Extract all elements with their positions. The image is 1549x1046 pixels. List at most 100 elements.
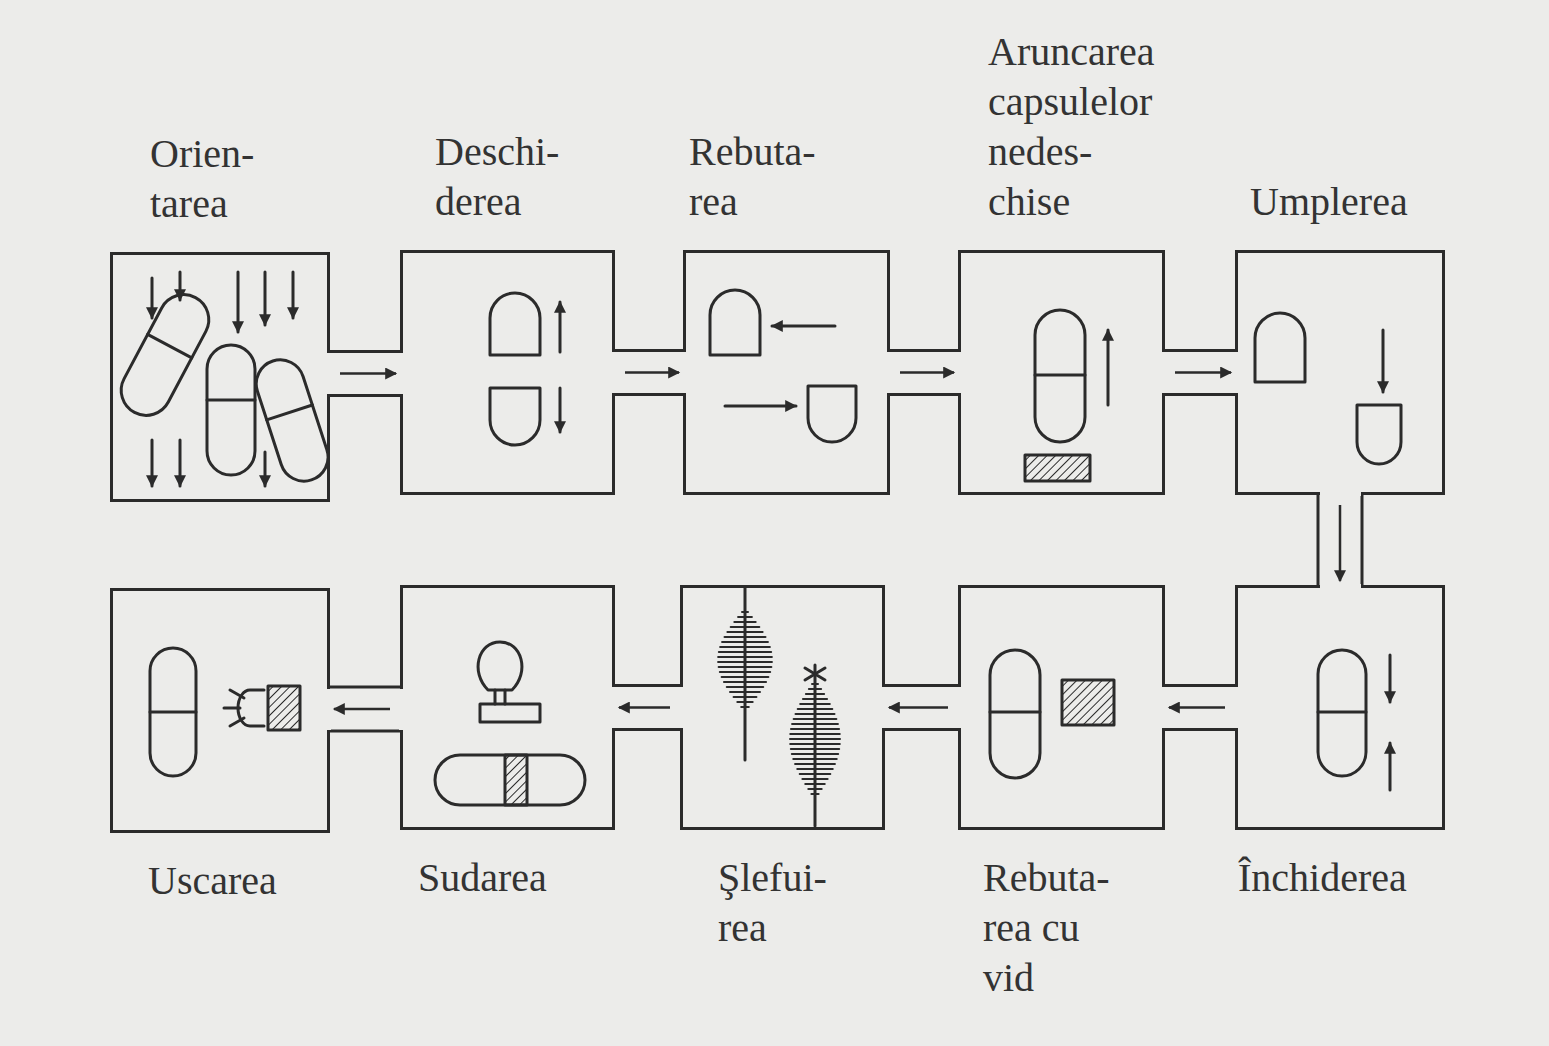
drying-heater	[150, 711, 196, 714]
channel-wall	[1318, 495, 1362, 585]
station-label: Rebuta- rea cu vid	[983, 853, 1123, 1003]
channel-wall	[1165, 351, 1235, 395]
closing-capsule	[1389, 743, 1392, 790]
channel-wall	[615, 684, 680, 687]
channel-wall	[890, 349, 958, 352]
flow-arrow	[1169, 706, 1225, 709]
polishing-brush	[790, 738, 840, 740]
channel-wall	[330, 730, 400, 733]
rejecting-capsule	[725, 405, 796, 408]
rejecting-capsule	[772, 325, 835, 328]
polishing-brush	[806, 693, 824, 695]
polishing-brush	[734, 621, 755, 623]
channel-opening	[1161, 352, 1166, 393]
channel-opening	[679, 687, 684, 728]
channel-opening	[1234, 352, 1239, 393]
polishing-brush	[809, 688, 821, 690]
polishing-brush	[797, 768, 833, 770]
channel-opening	[886, 352, 891, 393]
flow-arrow	[340, 372, 396, 375]
polishing-brush	[798, 708, 833, 710]
orientation-capsules	[267, 405, 313, 420]
channel-wall	[615, 393, 683, 396]
orientation-capsules	[151, 278, 154, 318]
polishing-brush	[730, 691, 760, 693]
welding-stamp	[480, 704, 540, 722]
channel-opening	[611, 352, 616, 393]
welding-stamp	[505, 755, 527, 805]
channel-wall	[890, 393, 958, 396]
polishing-brush	[718, 656, 772, 658]
orientation-capsules	[207, 399, 255, 402]
channel-opening	[881, 687, 886, 728]
station-box: Rebuta- rea cu vid	[958, 585, 1165, 830]
channel-opening	[326, 689, 331, 730]
vacuum-rejection	[990, 711, 1040, 714]
station-label: Sudarea	[418, 853, 618, 903]
channel-wall	[1165, 684, 1235, 687]
channel-opening	[399, 689, 404, 730]
channel-opening	[611, 687, 616, 728]
channel-opening	[1320, 491, 1361, 496]
channel-wall	[1165, 686, 1235, 730]
polishing-brush	[791, 728, 839, 730]
channel-wall	[330, 687, 400, 731]
polishing-brush	[718, 661, 772, 663]
orientation-capsules	[264, 452, 267, 486]
station-label: Deschi- derea	[435, 127, 605, 227]
channel-wall	[885, 728, 958, 731]
polishing-brush	[737, 701, 752, 703]
channel-wall	[330, 350, 400, 353]
channel-wall	[885, 686, 958, 730]
channel-wall	[1317, 495, 1320, 585]
unopened-capsule-ejection	[1035, 374, 1085, 377]
orientation-capsules	[237, 272, 240, 332]
polishing-brush	[719, 666, 772, 668]
rejecting-capsule	[710, 290, 856, 442]
filling-capsule	[1357, 405, 1401, 464]
drying-heater	[150, 648, 300, 776]
drying-heater	[150, 648, 196, 776]
station-box: Umplerea	[1235, 250, 1445, 495]
station-box: Orien- tarea	[110, 252, 330, 502]
channel-wall	[330, 686, 400, 689]
polishing-brush	[741, 706, 749, 708]
welding-stamp	[435, 755, 585, 805]
polishing-brush	[793, 758, 836, 760]
welding-stamp	[494, 690, 497, 704]
polishing-brush	[805, 783, 824, 785]
opening-capsule	[490, 293, 560, 445]
filling-capsule	[1382, 330, 1385, 392]
channel-wall	[615, 728, 680, 731]
polishing-brush	[794, 718, 837, 720]
polishing-brush	[792, 723, 838, 725]
channel-wall	[1165, 728, 1235, 731]
filling-capsule	[1255, 313, 1305, 382]
channel-wall	[885, 684, 958, 687]
channel-opening	[1234, 687, 1239, 728]
orientation-capsules	[250, 354, 334, 488]
station-box: Sudarea	[400, 585, 615, 830]
orientation-capsules	[179, 440, 182, 486]
station-box: Uscarea	[110, 588, 330, 833]
polishing-brush	[803, 698, 827, 700]
drying-heater	[268, 686, 300, 730]
station-box: Aruncarea capsulelor nedes- chise	[958, 250, 1165, 495]
channel-opening	[682, 352, 687, 393]
polishing-brush	[722, 641, 768, 643]
polishing-brush	[812, 683, 818, 685]
polishing-brush	[800, 773, 831, 775]
polishing-brush	[720, 671, 770, 673]
orientation-capsules	[112, 272, 334, 487]
polishing-brush	[808, 788, 821, 790]
polishing-brush	[738, 616, 752, 618]
vacuum-rejection	[990, 650, 1040, 778]
polishing-brush	[742, 611, 748, 613]
unopened-capsule-ejection	[1107, 330, 1110, 405]
station-label: Şlefui- rea	[718, 853, 858, 953]
flow-arrow	[334, 708, 390, 711]
channel-opening	[326, 353, 331, 394]
polishing-brush	[800, 703, 830, 705]
channel-wall	[615, 686, 680, 730]
welding-stamp	[435, 642, 585, 805]
